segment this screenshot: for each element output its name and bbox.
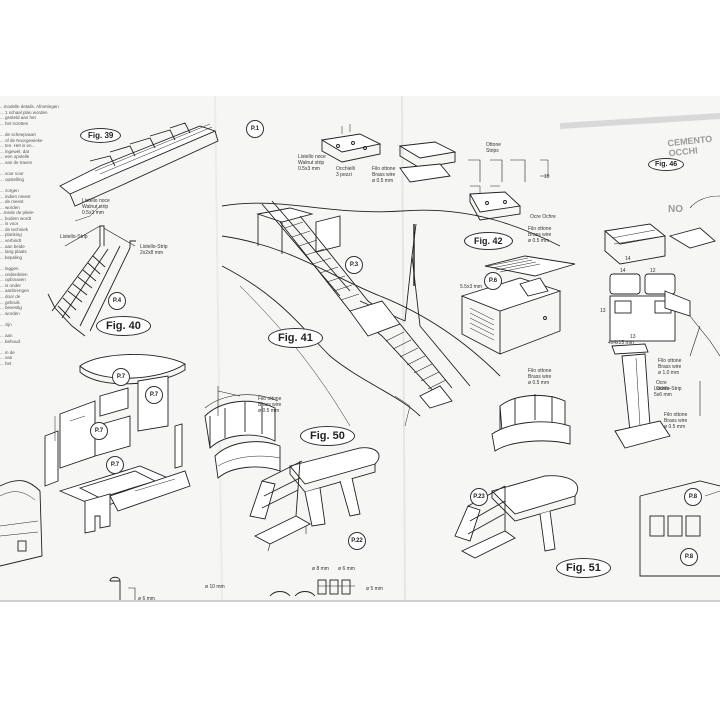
label-filo-46: Filo ottone Brass wire ø 1.0 mm [658,358,682,376]
label-dims-42: 5.5x3 mm [460,284,482,290]
dim-19: 19 [544,174,550,180]
label-filo-42: Filo ottone Brass wire ø 0.5 mm [528,226,552,244]
label-filo-50: Filo ottone Brass wire ø 0.5 mm [258,396,282,414]
part-p7-top: P.7 [112,368,130,386]
label-d5: ø 5 mm [366,586,383,592]
part-p6: P.6 [484,272,502,290]
label-ochre-46: Ocre Ochre [656,380,670,392]
part-p8-top: P.8 [684,488,702,506]
fig-50-label: Fig. 50 [300,426,355,446]
header-no: NO [668,204,683,215]
label-ocre: Ocre Ochre [530,214,556,220]
fig-42-label: Fig. 42 [464,232,513,250]
part-p1: P.1 [246,120,264,138]
dim-12: 12 [650,268,656,274]
part-p8-bottom: P.8 [680,548,698,566]
label-listello-noce-top: Listello noce Walnut strip 0.5x3 mm [298,154,326,172]
part-p23: P.23 [470,488,488,506]
label-ottone-strips: Ottone Strips [486,142,502,154]
part-p7-left: P.7 [90,422,108,440]
table-bench-drawing [249,447,380,552]
part-p3: P.3 [345,256,363,274]
label-listello-46: Listello-Strip 5x6 mm [654,386,682,398]
fig40-drawing [47,225,136,337]
label-strip-46: 4x4x15 mm [608,340,634,346]
label-listello-noce-39: Listello noce Walnut strip 0.5x3 mm [82,198,110,216]
fig46-drawing [603,195,720,577]
fig39-drawing [59,122,219,222]
dim-14b: 14 [620,268,626,274]
label-filo-51: Filo ottone Brass wire ø 0.5 mm [528,368,552,386]
part-p7-right: P.7 [145,386,163,404]
dim-13a: 13 [600,308,606,314]
label-d10: ø 10 mm [205,584,225,590]
fig51-drawing [454,394,578,559]
part-p4: P.4 [108,292,126,310]
label-filo-top: Filo ottone Brass wire ø 0.5 mm [372,166,396,184]
technical-drawings [0,96,720,602]
left-text-column: ...modelle details. Afmetingen ... 1 sch… [0,104,59,210]
fig-51-label: Fig. 51 [556,558,611,578]
fig42-drawing [460,255,576,355]
fig-41-label: Fig. 41 [268,328,323,348]
hull-drawing [0,480,43,567]
label-d6: ø 6 mm [338,566,355,572]
dim-13b: 13 [630,334,636,340]
fig41-drawing [221,200,561,427]
instruction-paper: ...modelle details. Afmetingen ... 1 sch… [0,96,720,602]
top-middle-parts [320,124,549,221]
fig-46-label: Fig. 46 [648,158,685,171]
label-filo-46b: Filo ottone Brass wire ø 0.5 mm [664,412,688,430]
bottom-fragments [109,576,355,602]
dim-14a: 14 [625,256,631,262]
fig50-drawing [204,386,281,479]
label-occhielli: Occhielli 3 pezzi [336,166,355,178]
fig-39-label: Fig. 39 [80,128,122,143]
cabin-exploded-drawing [44,354,191,534]
part-p22: P.22 [348,532,366,550]
left-text-column-lower: ...mede de pliele- ... bodem wordt ... i… [0,210,35,367]
label-d8: ø 8 mm [312,566,329,572]
fig-40-label: Fig. 40 [96,316,151,336]
label-listello-strip-40: Listello-Strip 2x2x8 mm [140,244,168,256]
part-p7-bottom: P.7 [106,456,124,474]
label-listello-strip-40b: Listello-Strip [60,234,88,240]
label-d6b: ø 6 mm [138,596,155,602]
